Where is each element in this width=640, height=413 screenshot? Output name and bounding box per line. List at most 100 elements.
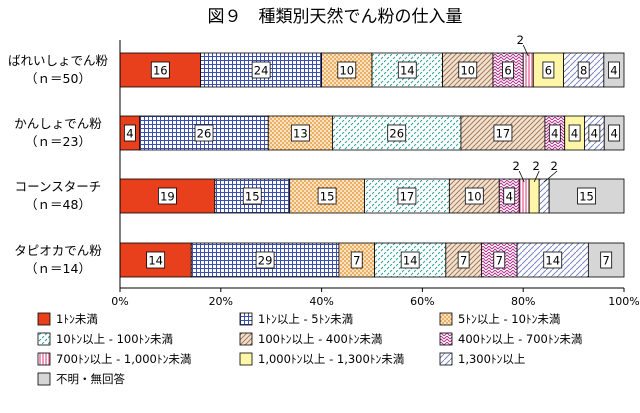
data-label-box [464,187,484,205]
data-label: 14 [148,254,163,268]
chart-title: 図９ 種類別天然でん粉の仕入量 [208,7,463,27]
legend-label: 1,300ﾄﾝ以上 [458,352,525,366]
data-label-box [503,187,516,205]
data-label-box [290,124,310,142]
legend-label: 10ﾄﾝ以上 - 100ﾄﾝ未満 [56,332,173,346]
data-label-box [577,187,596,205]
data-label: 14 [403,254,418,268]
legend-swatch [239,352,253,366]
data-label-box [542,61,555,79]
data-label-box [242,187,262,205]
data-label: 7 [353,254,360,268]
data-label: 26 [197,127,212,141]
data-label: 15 [579,190,594,204]
legend-label: 400ﾄﾝ以上 - 700ﾄﾝ未満 [458,332,582,346]
data-label-box [158,187,177,205]
category-count: （ｎ＝23） [25,134,91,149]
x-axis: 0%20%40%60%80%100% [111,40,640,308]
x-tick-label: 60% [410,295,434,308]
bar-segment [518,178,530,214]
data-label-box [457,251,470,269]
legend-label: 100ﾄﾝ以上 - 400ﾄﾝ未満 [258,332,382,346]
x-tick-label: 100% [608,295,639,308]
data-label: 4 [591,127,598,141]
data-label: 15 [245,190,260,204]
data-label: 4 [571,127,578,141]
data-label: 14 [400,64,415,78]
data-label-box [146,251,166,269]
legend-swatch [439,332,453,346]
legend-label: 5ﾄﾝ以上 - 10ﾄﾝ未満 [458,312,560,326]
legend-swatch [439,352,453,366]
x-tick-label: 40% [309,295,333,308]
data-label-box [397,61,417,79]
data-label: 8 [580,64,587,78]
legend-swatch [37,332,51,346]
bar-segment [532,52,564,88]
data-label: 7 [496,254,503,268]
leader-line [533,170,540,183]
outside-data-label: 2 [533,159,540,173]
data-label-box [493,124,513,142]
data-label-box [350,251,363,269]
data-label: 17 [496,127,511,141]
bar-segment [214,178,291,214]
data-label: 10 [467,190,482,204]
data-label-box [251,61,271,79]
data-label: 17 [400,190,415,204]
data-label-box [123,124,136,142]
data-label-box [194,124,214,142]
legend-label: 1ﾄﾝ以上 - 5ﾄﾝ未満 [258,312,353,326]
data-label: 4 [506,190,513,204]
legend-swatch [239,332,253,346]
data-label: 4 [610,64,617,78]
leader-line [518,170,525,183]
category-count: （ｎ＝14） [25,261,91,276]
data-label-box [458,61,478,79]
data-label: 14 [545,254,560,268]
category-count: （ｎ＝48） [25,197,91,212]
data-label-box [568,124,581,142]
data-label-box [397,187,417,205]
x-tick-label: 80% [511,295,535,308]
legend-label: 不明・無回答 [56,372,125,386]
data-label-box [577,61,590,79]
data-label: 6 [545,64,552,78]
legend-label: 1,000ﾄﾝ以上 - 1,300ﾄﾝ未満 [258,352,404,366]
data-label-box [548,124,561,142]
legend-swatch [439,312,453,326]
category-label: コーンスターチ [15,179,102,194]
data-label: 29 [258,254,273,268]
data-label: 7 [603,254,610,268]
outside-data-label: 2 [513,159,520,173]
data-label: 4 [126,127,133,141]
data-label-box [493,251,506,269]
category-count: （ｎ＝50） [25,71,91,86]
x-tick-label: 20% [209,295,233,308]
legend-swatch [37,312,51,326]
category-label: ばれいしょでん粉 [8,53,109,68]
category-label: タピオカでん粉 [14,243,102,258]
data-label-box [255,251,275,269]
bar-segment [538,178,550,214]
data-label: 4 [610,127,617,141]
legend-swatch [37,372,51,386]
legend-swatch [37,352,51,366]
bar-segment [522,52,534,88]
data-label-box [387,124,407,142]
data-label-box [150,61,170,79]
data-label-box [502,61,514,79]
legend-label: 700ﾄﾝ以上 - 1,000ﾄﾝ未満 [56,352,191,366]
data-label: 10 [339,64,354,78]
data-label-box [543,251,563,269]
data-label: 4 [551,127,558,141]
data-label: 10 [460,64,475,78]
leader-line [543,170,558,183]
data-label-box [337,61,357,79]
category-labels: ばれいしょでん粉（ｎ＝50）かんしょでん粉（ｎ＝23）コーンスターチ（ｎ＝48）… [8,53,109,276]
bar-segment [374,242,447,278]
data-label: 16 [153,64,168,78]
data-label: 24 [254,64,269,78]
